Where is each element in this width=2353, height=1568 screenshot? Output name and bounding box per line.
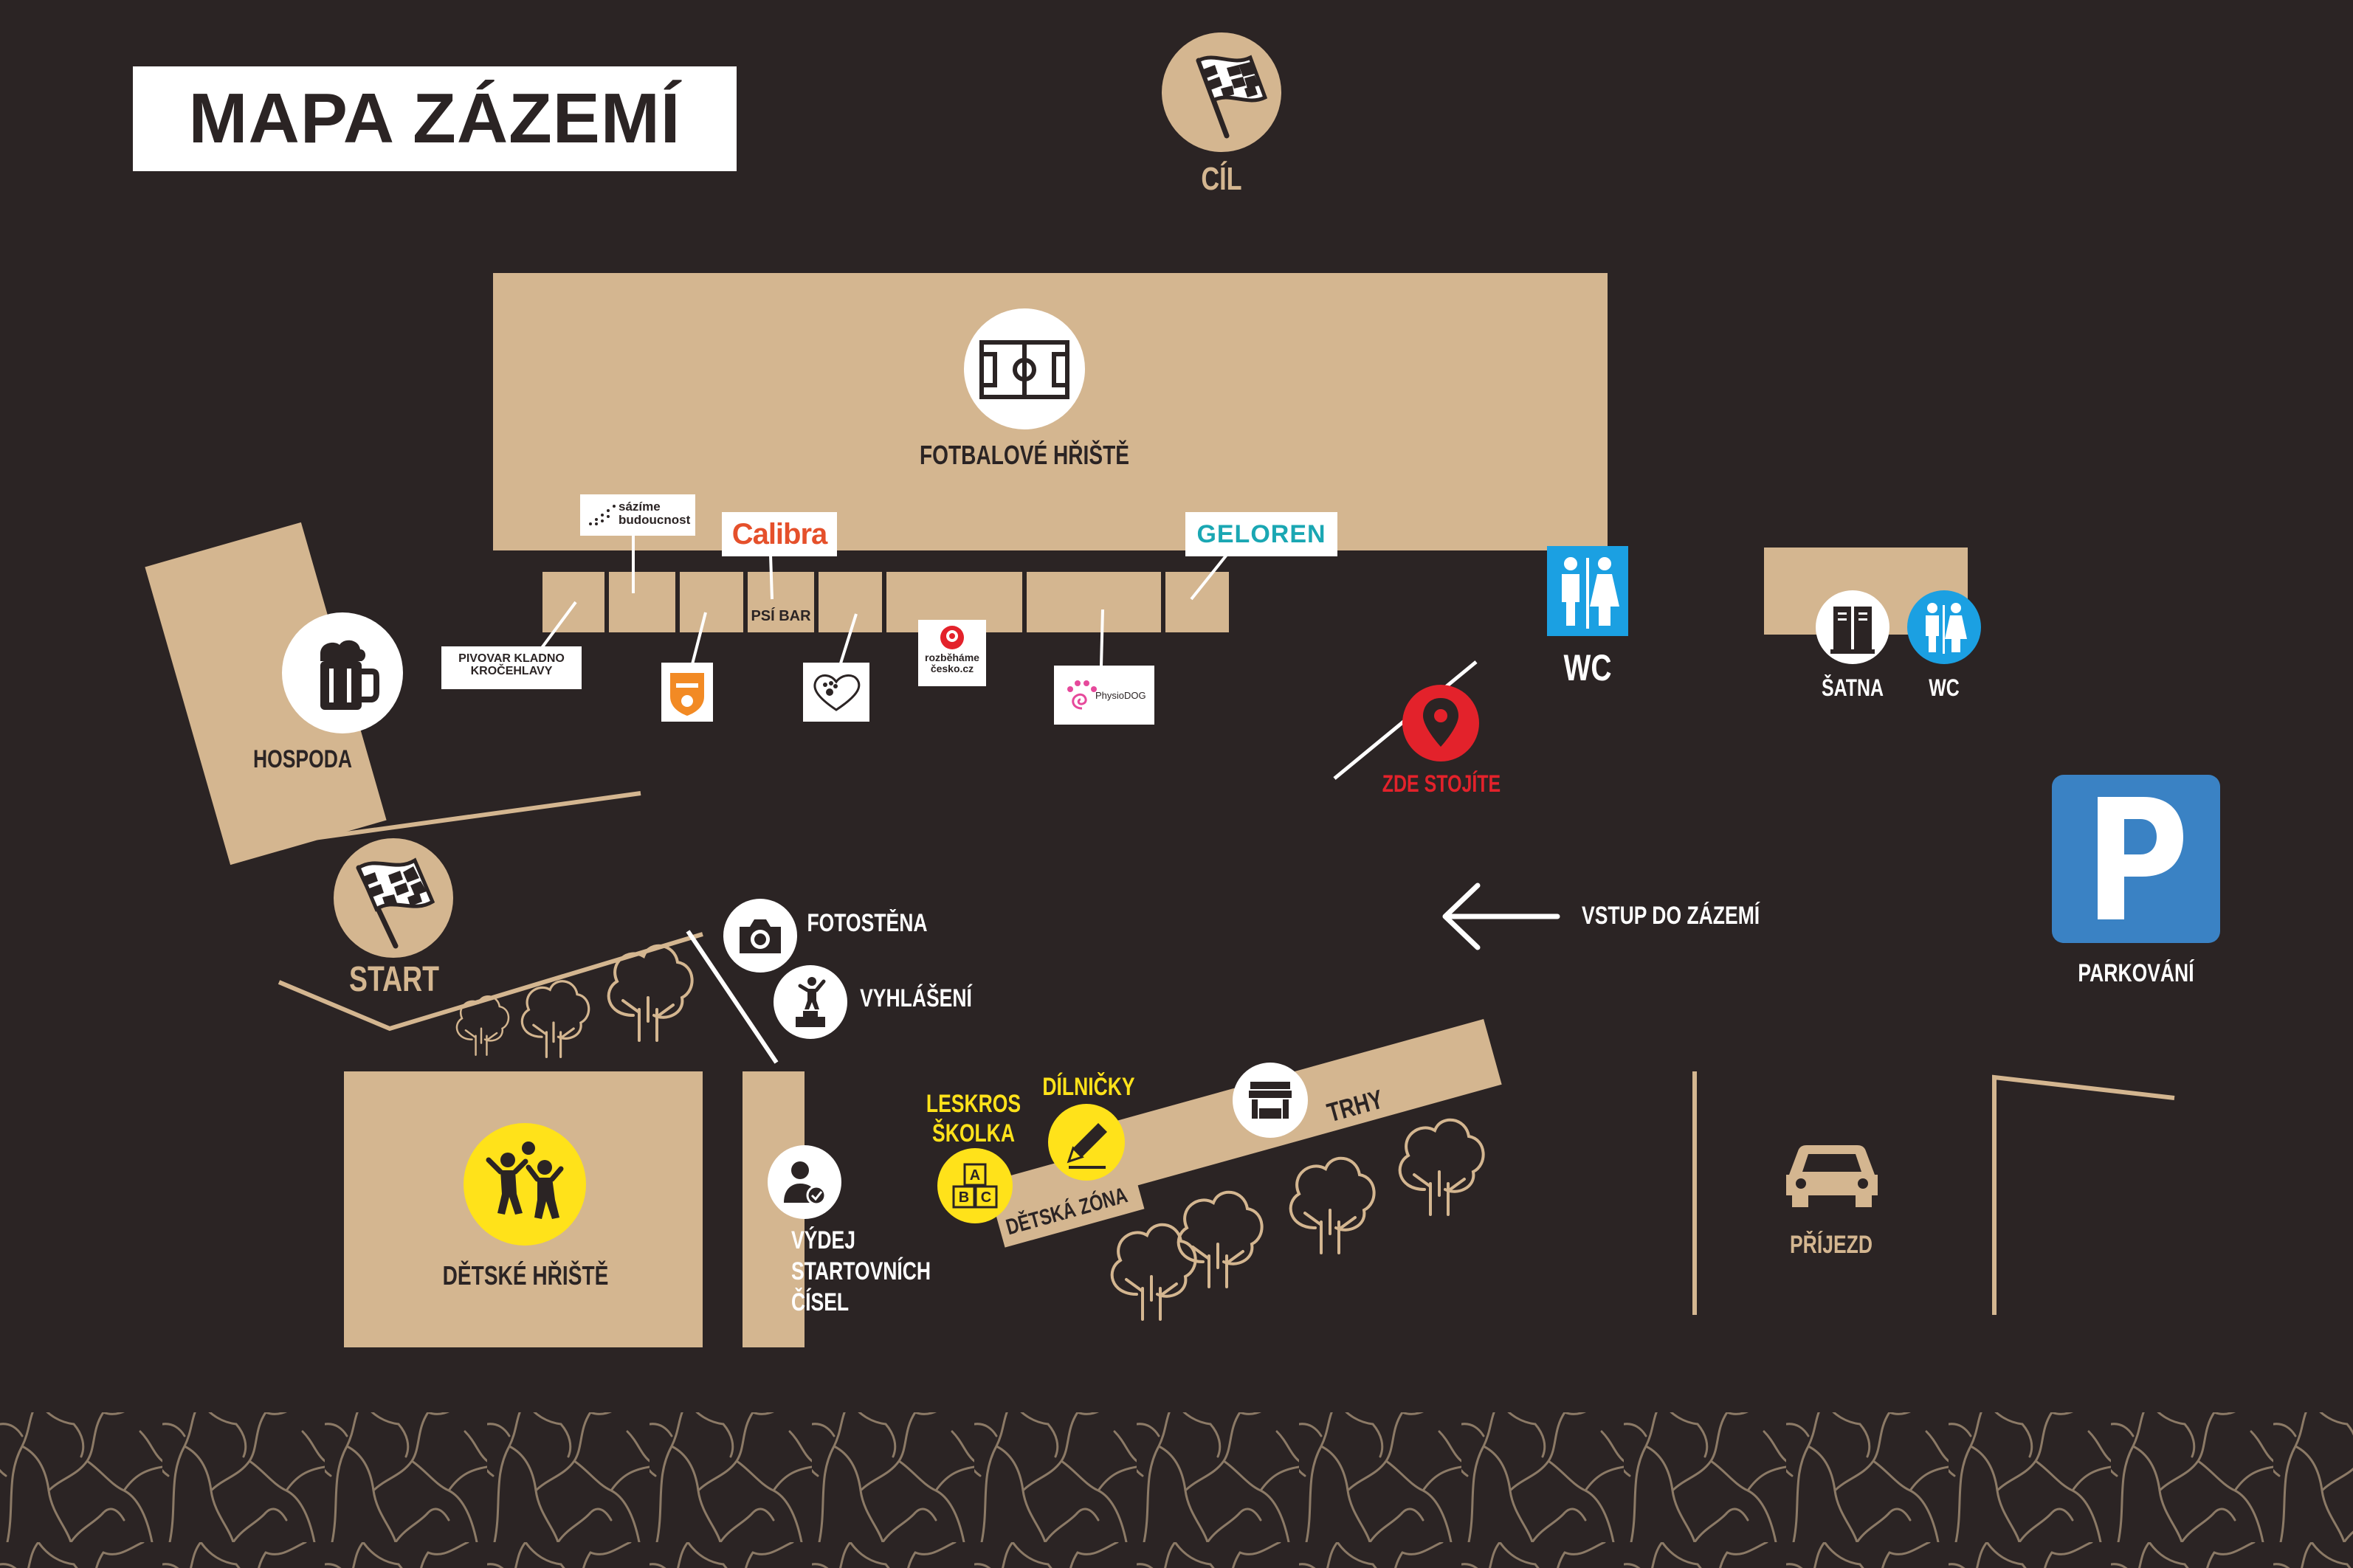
restroom-icon (1562, 557, 1619, 629)
rozbehame-sign: rozběháme česko.cz (918, 620, 986, 686)
partner-logo-paw-heart-sign (803, 663, 869, 722)
market-stall-icon (1249, 1082, 1292, 1119)
sign-pointers (540, 533, 1228, 666)
stall-dog-bar (745, 570, 816, 635)
pitch-badge (964, 308, 1085, 429)
kids-playground-badge (464, 1123, 586, 1246)
stall-1 (540, 570, 607, 635)
parking-icon (2098, 797, 2183, 919)
calibra-sign: Calibra (722, 512, 837, 556)
rozbehame-text: rozběháme česko.cz (925, 652, 979, 674)
physiodog-sign: PhysioDOG (1054, 666, 1154, 725)
arrival-label: PŘÍJEZD (1789, 1231, 1873, 1259)
physiodog-text: PhysioDOG (1095, 690, 1146, 701)
path-line (686, 930, 779, 1064)
svg-text:C: C (981, 1189, 991, 1206)
awards-badge (774, 965, 847, 1039)
restroom-icon (1926, 603, 1967, 654)
photo-wall-badge (723, 899, 797, 973)
checkered-flag-icon (1196, 55, 1268, 139)
finish-marker (1162, 32, 1281, 152)
road-line (1992, 1074, 2175, 1315)
wardrobe-badge (1816, 590, 1889, 664)
svg-text:A: A (970, 1167, 980, 1184)
workshops-label: DÍLNIČKY (1042, 1073, 1135, 1101)
start-label: START (348, 960, 439, 999)
dog-bar-label: PSÍ BAR (751, 608, 811, 624)
football-pitch-label: FOTBALOVÉ HŘIŠTĚ (920, 440, 1129, 470)
wardrobe-label: ŠATNA (1821, 674, 1884, 701)
dots-logo-icon (589, 505, 616, 525)
wc-main-badge (1547, 546, 1628, 636)
geloren-sign: GELOREN (1185, 512, 1337, 556)
camera-icon (740, 919, 781, 953)
calibra-text: Calibra (731, 518, 828, 550)
podium-icon (796, 977, 826, 1027)
bib-pickup-badge (768, 1145, 841, 1219)
wc-small-badge (1907, 590, 1981, 664)
page-title: MAPA ZÁZEMÍ (188, 79, 681, 158)
car-icon (1786, 1145, 1878, 1207)
stall-2 (607, 570, 678, 635)
location-pin-icon (1402, 685, 1479, 761)
wc-main-label: WC (1563, 647, 1612, 688)
checkered-flag-icon (356, 857, 435, 949)
finish-label: CÍL (1201, 161, 1242, 197)
pivovar-text: PIVOVAR KLADNO KROČEHLAVY (458, 652, 565, 677)
you-are-here-label: ZDE STOJÍTE (1382, 770, 1501, 797)
partner-logo-orange-sign (661, 663, 713, 722)
wc-small-label: WC (1929, 674, 1960, 701)
title-box: MAPA ZÁZEMÍ (133, 66, 737, 171)
awards-label: VYHLÁŠENÍ (860, 984, 972, 1012)
stall-8 (1163, 570, 1231, 635)
bib-pickup-label: VÝDEJ STARTOVNÍCH ČÍSEL (791, 1226, 931, 1316)
pub-label: HOSPODA (252, 745, 353, 773)
stall-3 (678, 570, 745, 635)
shield-logo-icon (670, 673, 704, 716)
entrance-label: VSTUP DO ZÁZEMÍ (1582, 902, 1760, 930)
football-pitch-icon (979, 340, 1069, 399)
photo-wall-label: FOTOSTĚNA (807, 909, 928, 937)
sazime-budoucnost-text: sázíme budoucnost (619, 500, 691, 527)
svg-text:B: B (959, 1189, 969, 1206)
path-line (308, 791, 641, 841)
pivovar-sign: PIVOVAR KLADNO KROČEHLAVY (441, 646, 582, 689)
paw-spiral-icon (1067, 680, 1097, 710)
paw-heart-icon (813, 674, 861, 711)
workshops-badge (1048, 1104, 1125, 1181)
geloren-text: GELOREN (1196, 520, 1326, 548)
parking-label: PARKOVÁNÍ (2078, 959, 2194, 987)
playing-kids-icon (486, 1142, 564, 1219)
parking-sign (2052, 775, 2220, 943)
running-heart-icon (940, 626, 964, 649)
locker-icon (1830, 607, 1875, 654)
path-line (278, 932, 703, 1032)
person-check-icon (784, 1161, 827, 1206)
leskros-school-label: LESKROS ŠKOLKA (926, 1090, 1022, 1147)
stall-7 (1024, 570, 1163, 635)
pub-badge (282, 612, 403, 733)
kids-playground-label: DĚTSKÉ HŘIŠTĚ (442, 1260, 609, 1291)
texture-band (0, 1412, 2353, 1568)
beer-mug-icon (320, 640, 379, 710)
sazime-budoucnost-sign: sázíme budoucnost (580, 494, 695, 536)
market-badge (1233, 1063, 1308, 1138)
start-marker (334, 838, 453, 958)
arrow-left-icon (1442, 883, 1560, 950)
pencil-icon (1067, 1123, 1107, 1169)
